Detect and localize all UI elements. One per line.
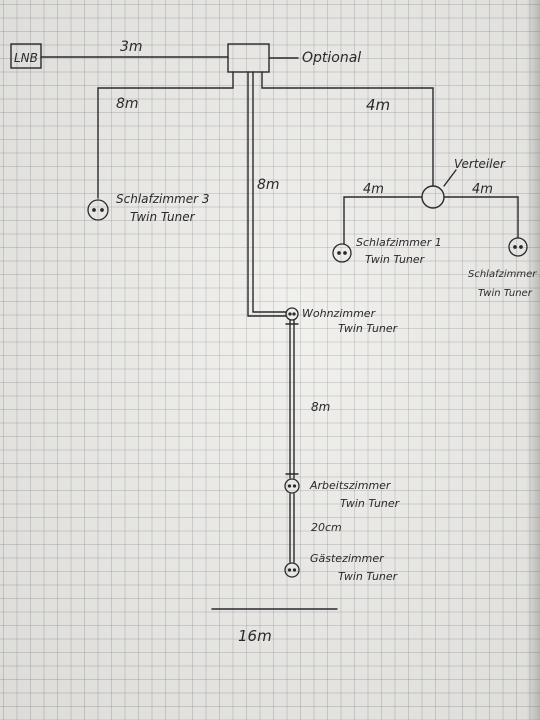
room2-tuner: Twin Tuner bbox=[478, 288, 533, 299]
room3-name: Schlafzimmer 3 bbox=[116, 192, 210, 206]
socket-work-icon bbox=[284, 478, 300, 494]
room3-tuner: Twin Tuner bbox=[130, 210, 196, 224]
switch-box bbox=[227, 43, 270, 73]
living-tuner: Twin Tuner bbox=[338, 322, 399, 335]
guest-name: Gästezimmer bbox=[310, 552, 385, 565]
paper-edge bbox=[526, 0, 540, 720]
room2-name: Schlafzimmer 2 bbox=[468, 269, 540, 280]
room1-tuner: Twin Tuner bbox=[365, 253, 426, 266]
room1-name: Schlafzimmer 1 bbox=[356, 236, 442, 249]
distance-right: 4m bbox=[366, 96, 390, 114]
work-name: Arbeitszimmer bbox=[309, 479, 392, 492]
socket-living-icon bbox=[285, 307, 299, 321]
cable-bedroom3 bbox=[97, 71, 234, 199]
socket-bedroom2-icon bbox=[508, 237, 528, 257]
splitter-label: Verteiler bbox=[454, 157, 506, 171]
distance-lnb: 3m bbox=[120, 39, 143, 55]
cable-bedroom2 bbox=[443, 196, 519, 239]
distance-living-work: 8m bbox=[311, 400, 330, 414]
socket-guest-icon bbox=[284, 562, 300, 578]
distance-split-left: 4m bbox=[363, 182, 384, 197]
lnb-box bbox=[10, 43, 42, 69]
splitter-pointer bbox=[443, 169, 457, 187]
distance-work-guest: 20cm bbox=[311, 521, 342, 534]
distance-center: 8m bbox=[257, 177, 280, 193]
distance-left: 8m bbox=[116, 96, 139, 112]
cable-center-b bbox=[252, 71, 287, 313]
cable-splitter bbox=[261, 71, 434, 187]
optional-label: Optional bbox=[302, 50, 361, 66]
distance-split-right: 4m bbox=[472, 182, 493, 197]
lnb-label: LNB bbox=[14, 51, 38, 65]
guest-tuner: Twin Tuner bbox=[338, 570, 399, 583]
cable-bedroom1 bbox=[343, 196, 423, 245]
splitter-icon bbox=[421, 185, 445, 209]
socket-bedroom1-icon bbox=[332, 243, 352, 263]
cable-center-a bbox=[247, 71, 287, 317]
socket-bedroom3-icon bbox=[87, 199, 109, 221]
total-length: 16m bbox=[238, 627, 272, 645]
work-tuner: Twin Tuner bbox=[340, 497, 401, 510]
living-name: Wohnzimmer bbox=[302, 307, 377, 320]
